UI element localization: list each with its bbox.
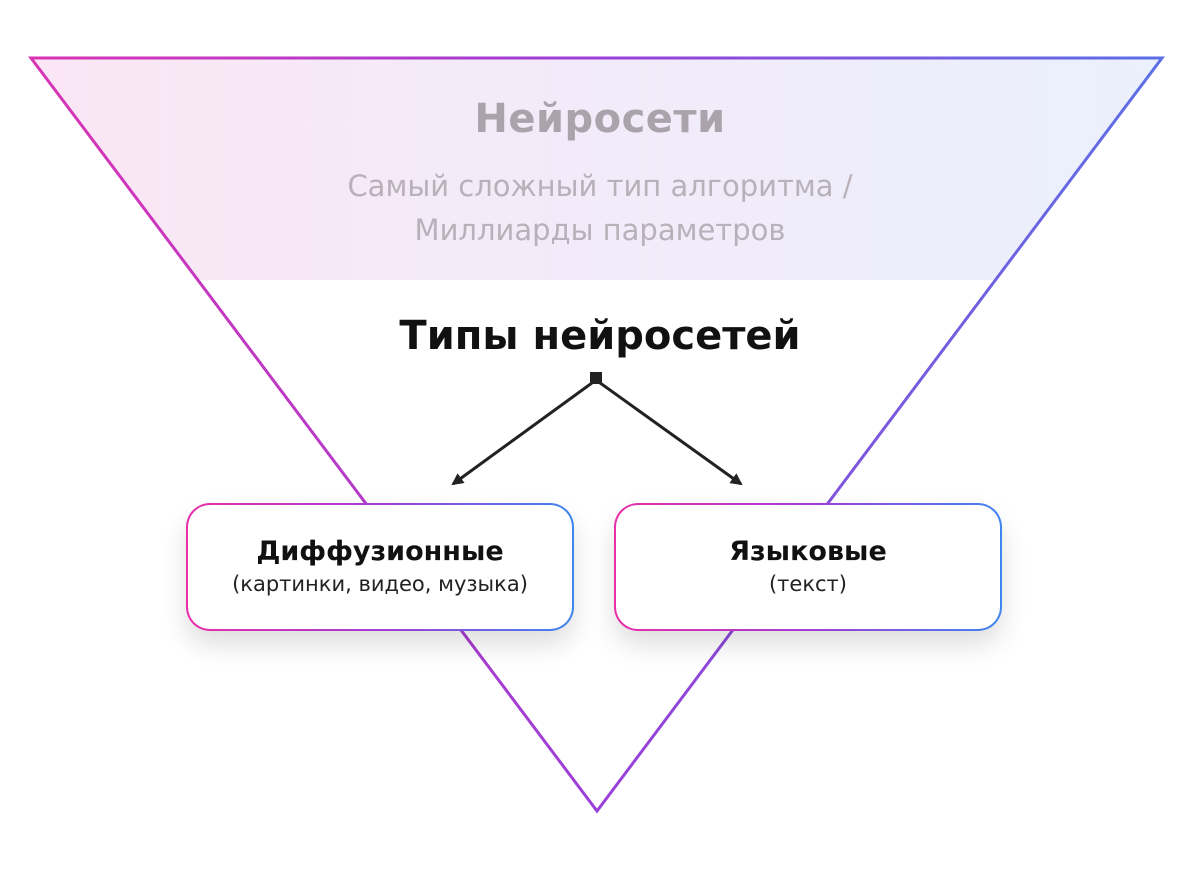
diffusion-box-title: Диффузионные [256,536,504,567]
types-title: Типы нейросетей [399,313,801,359]
arrow-right [595,378,743,486]
funnel-triangle [27,56,1166,814]
diffusion-box-subtitle: (картинки, видео, музыка) [232,572,528,596]
top-subtitle-line1: Самый сложный тип алгоритма / [347,169,853,203]
diffusion-box: Диффузионные (картинки, видео, музыка) [186,503,574,631]
top-subtitle-line2: Миллиарды параметров [414,213,786,247]
language-box: Языковые (текст) [614,503,1002,631]
top-band [31,58,1162,280]
top-title: Нейросети [474,96,726,142]
diffusion-box-inner: Диффузионные (картинки, видео, музыка) [188,505,572,629]
language-box-inner: Языковые (текст) [616,505,1000,629]
language-box-title: Языковые [729,536,887,567]
language-box-subtitle: (текст) [768,572,847,596]
arrow-left [451,378,597,486]
top-subtitle: Самый сложный тип алгоритма / Миллиарды … [0,164,1200,252]
